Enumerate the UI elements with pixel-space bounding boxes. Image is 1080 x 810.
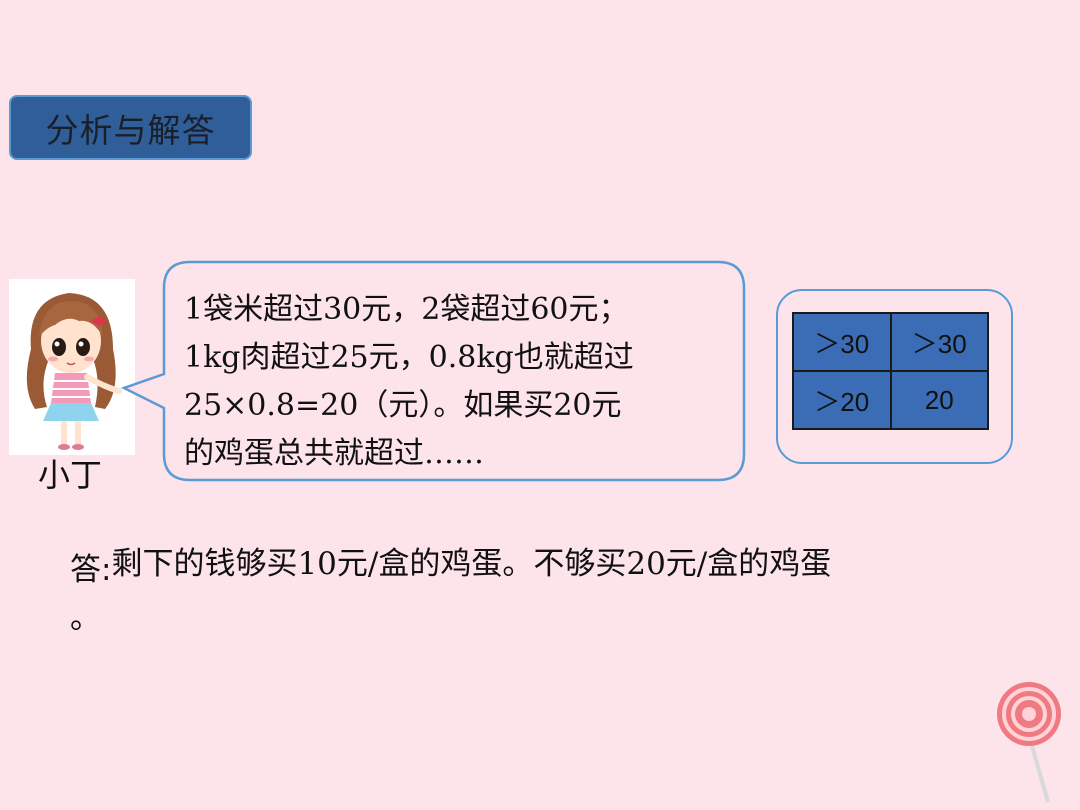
section-title: 分析与解答: [45, 110, 216, 150]
speech-bubble: [120, 260, 746, 482]
lollipop-icon: [997, 682, 1061, 803]
character-avatar: [9, 279, 135, 455]
speech-line: 1kg肉超过25元，0.8kg也就超过: [184, 340, 634, 375]
speech-line: 25×0.8=20（元）。如果买20元: [184, 388, 622, 423]
speech-line: 1袋米超过30元，2袋超过60元；: [184, 292, 629, 327]
speech-text: 1袋米超过30元，2袋超过60元； 1kg肉超过25元，0.8kg也就超过 25…: [184, 286, 729, 478]
grid-cell: ＞20: [793, 371, 891, 429]
girl-illustration: [26, 293, 122, 450]
grid-cell: ＞30: [890, 313, 988, 371]
answer-prefix: 答:: [70, 552, 112, 588]
answer-text: 剩下的钱够买10元/盒的鸡蛋。不够买20元/盒的鸡蛋: [111, 546, 832, 582]
comparison-grid: ＞30 ＞30 ＞20 20: [792, 312, 989, 430]
speech-line: 的鸡蛋总共就超过……: [184, 436, 484, 471]
section-title-box: 分析与解答: [9, 95, 252, 160]
answer-line: 答:剩下的钱够买10元/盒的鸡蛋。不够买20元/盒的鸡蛋: [70, 538, 832, 588]
answer-tail: 。: [70, 600, 101, 636]
grid-cell: ＞30: [793, 313, 891, 371]
character-name: 小丁: [38, 456, 103, 494]
grid-cell: 20: [890, 371, 988, 429]
